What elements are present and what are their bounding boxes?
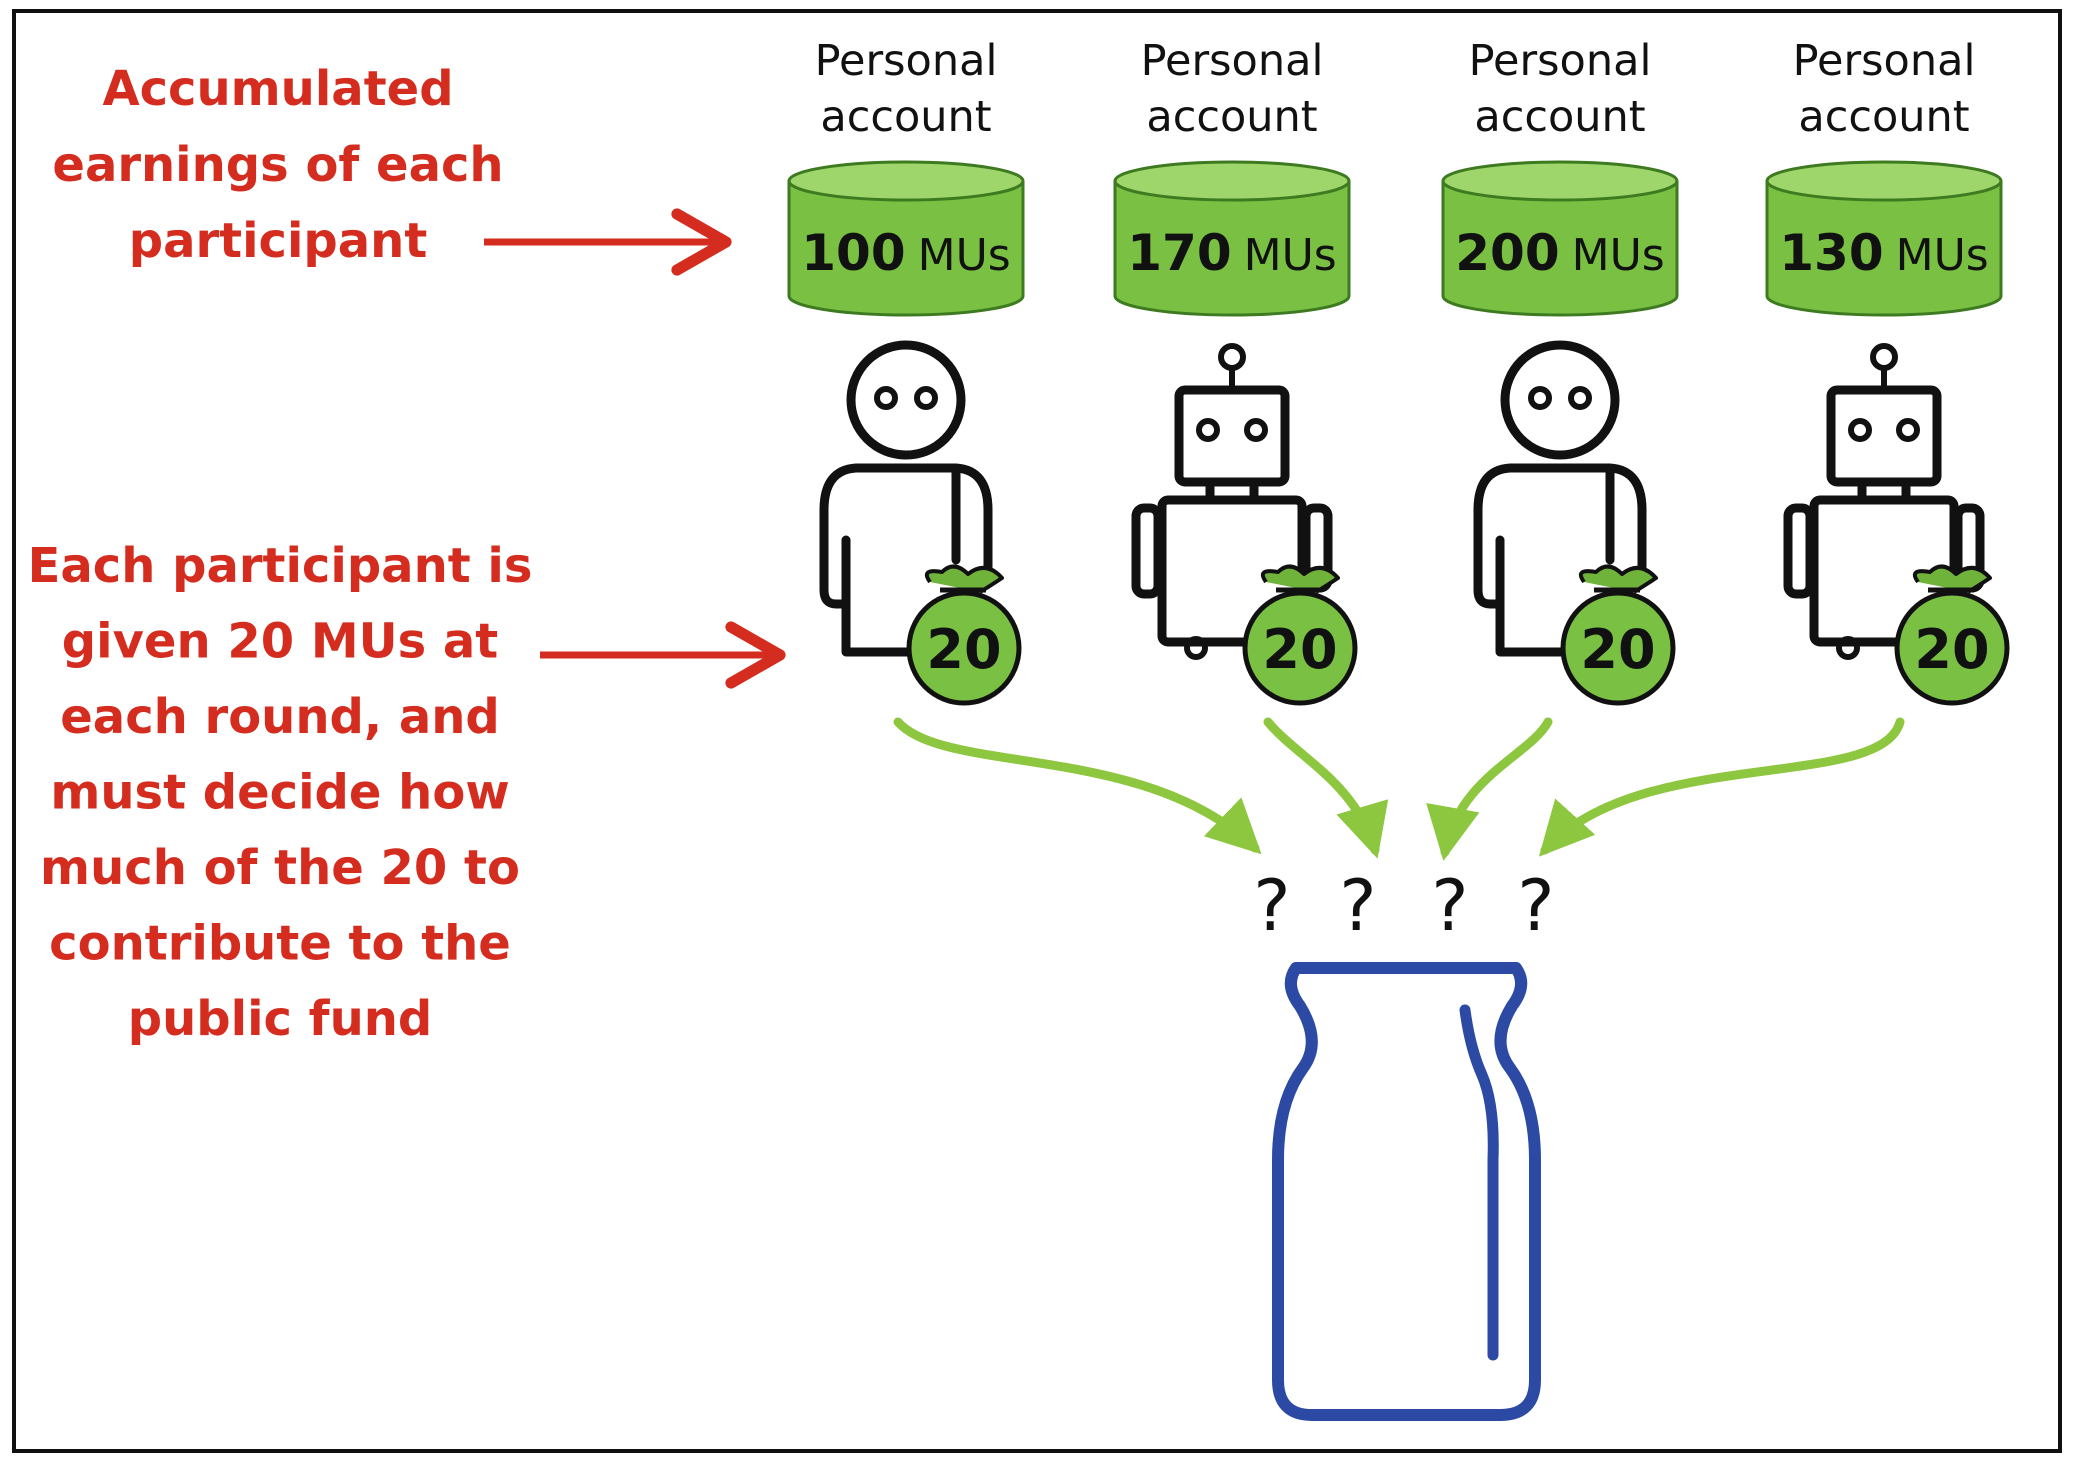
contribution-question-marks: ???? [1253,865,1554,947]
text-line: Each participant is [28,538,533,594]
money-bag-icon [906,564,1022,706]
contribution-label: Each participant is given 20 MUs at each r… [28,538,533,1047]
participants: Personal account 100 MUs 20 Personal account 17… [787,36,2010,706]
human-figure-icon [1473,340,1647,657]
account-label: Personal account [1141,36,1324,142]
flow-arrow-1 [893,717,1262,855]
text-line: account [1798,92,1969,142]
amount-value: 200 [1455,224,1559,282]
text-line: must decide how [50,765,509,821]
amount-value: 100 [801,224,905,282]
text-line: earnings of each [52,137,503,193]
text-line: account [820,92,991,142]
money-bag-icon [1242,564,1358,706]
contribution-question-mark: ? [1253,865,1290,947]
text-line: Accumulated [102,61,453,117]
text-line: Personal [815,36,998,86]
text-line: public fund [128,991,433,1047]
text-line: Personal [1793,36,1976,86]
amount-unit: MUs [1244,230,1337,281]
human-figure-icon [819,340,993,657]
account-amount: 200 MUs [1455,224,1664,282]
account-label: Personal account [1469,36,1652,142]
account-amount: 100 MUs [801,224,1010,282]
text-line: contribute to the [49,916,511,972]
account-amount: 170 MUs [1127,224,1336,282]
contribution-flow-arrows [893,717,1905,861]
amount-value: 130 [1779,224,1883,282]
amount-unit: MUs [1572,230,1665,281]
figure-border [12,9,2062,1453]
contribution-question-mark: ? [1431,865,1468,947]
money-bag-icon [1894,564,2010,706]
bag-value: 20 [1580,618,1655,681]
flow-arrow-4 [1538,717,1905,857]
bag-value: 20 [1262,618,1337,681]
bag-value: 20 [1914,618,1989,681]
text-line: account [1474,92,1645,142]
participant-3: Personal account 200 MUs 20 [1441,36,1679,706]
account-label: Personal account [1793,36,1976,142]
bag-value: 20 [926,618,1001,681]
text-line: participant [129,213,428,269]
contribution-question-mark: ? [1339,865,1376,947]
text-line: account [1146,92,1317,142]
amount-unit: MUs [918,230,1011,281]
account-label: Personal account [815,36,998,142]
participant-4: Personal account 130 MUs 20 [1765,36,2010,706]
account-amount: 130 MUs [1779,224,1988,282]
text-line: Personal [1469,36,1652,86]
text-line: each round, and [60,689,500,745]
contribution-question-mark: ? [1517,865,1554,947]
flow-arrow-2 [1263,717,1389,859]
public-fund-jar-icon [1272,962,1541,1421]
text-line: Personal [1141,36,1324,86]
flow-arrow-3 [1426,717,1553,861]
amount-unit: MUs [1896,230,1989,281]
money-bag-icon [1560,564,1676,706]
text-line: much of the 20 to [40,840,520,896]
participant-2: Personal account 170 MUs 20 [1113,36,1358,706]
cylinder-account-icon [1441,160,1679,317]
participant-1: Personal account 100 MUs 20 [787,36,1025,706]
cylinder-account-icon [1765,160,2003,317]
amount-value: 170 [1127,224,1231,282]
earnings-label: Accumulated earnings of each participant [52,61,503,269]
text-line: given 20 MUs at [62,614,498,670]
cylinder-account-icon [1113,160,1351,317]
cylinder-account-icon [787,160,1025,317]
